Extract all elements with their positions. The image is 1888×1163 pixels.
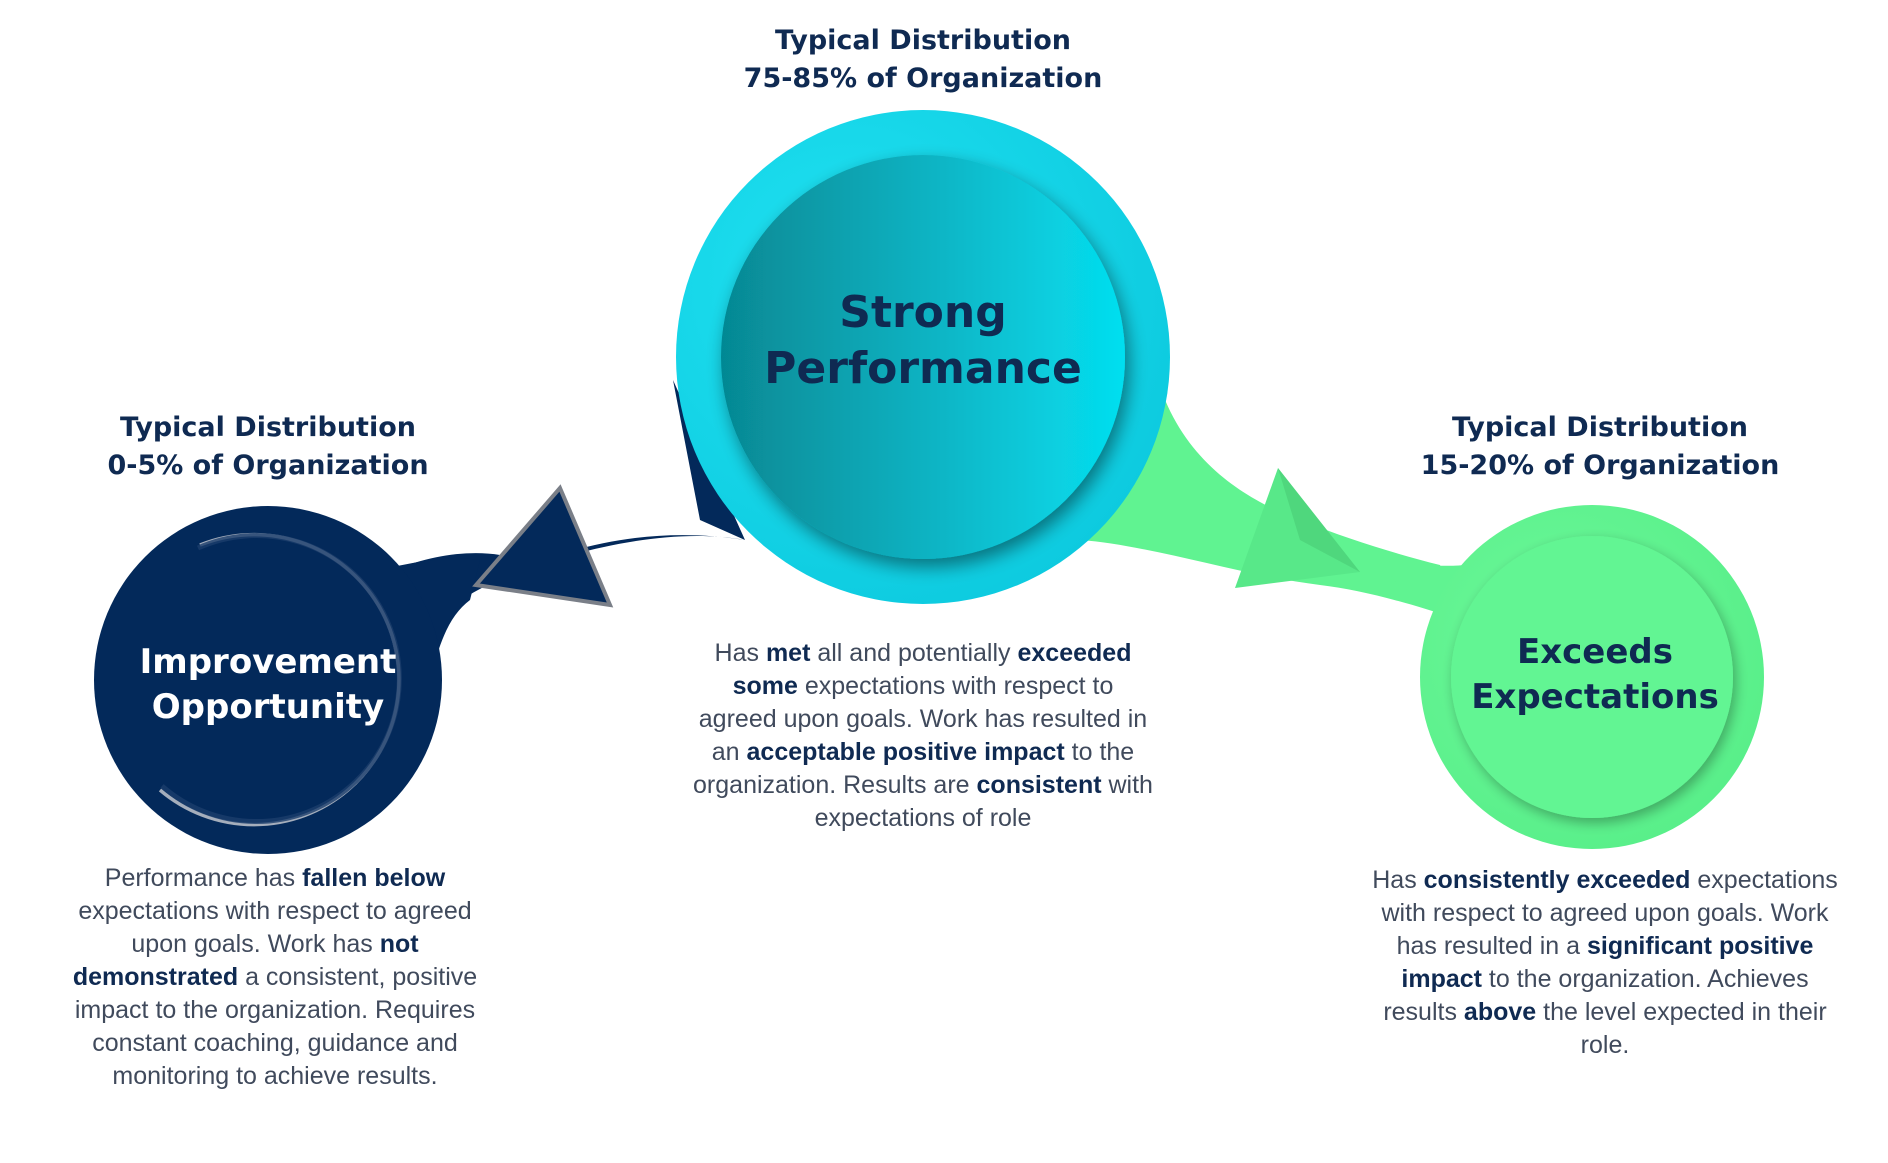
exceeds-title-line1: Exceeds [1516,632,1673,672]
improvement-desc-run: Performance has [104,864,303,892]
improvement-desc-run: not [379,930,419,958]
exceeds-distribution-label: Typical Distribution [1452,412,1748,443]
strong-desc-run: agreed upon goals. Work has resulted in [698,705,1148,733]
improvement-distribution-value: 0-5% of Organization [107,450,429,481]
exceeds-distribution: Typical Distribution 15-20% of Organizat… [1420,409,1780,485]
improvement-distribution: Typical Distribution 0-5% of Organizatio… [100,409,436,485]
green-arrow-body [1080,380,1460,620]
improvement-desc-run: monitoring to achieve results. [112,1062,438,1090]
strong-desc-run: met [765,639,811,667]
strong-title: Strong Performance [723,285,1123,397]
exceeds-desc-run: the level expected in their [1536,998,1827,1026]
exceeds-distribution-value: 15-20% of Organization [1420,450,1780,481]
improvement-desc-run: expectations with respect to agreed [78,897,472,925]
improvement-desc-run: constant coaching, guidance and [92,1029,458,1057]
exceeds-title: Exceeds Expectations [1440,630,1750,720]
exceeds-desc-run: expectations [1690,866,1838,894]
exceeds-inner-disk [1451,536,1733,818]
improvement-title: Improvement Opportunity [118,640,418,730]
strong-desc-run: Has [714,639,766,667]
strong-desc-run: consistent [976,771,1102,799]
exceeds-desc-run: Has [1372,866,1424,894]
strong-distribution-label: Typical Distribution [775,25,1071,56]
green-arrowhead-shade [1278,468,1360,572]
strong-title-line2: Performance [764,343,1082,394]
strong-inner-disk [721,155,1125,559]
improvement-title-line2: Opportunity [151,687,385,727]
strong-desc-run: to the [1064,738,1135,766]
exceeds-desc-run: above [1463,998,1537,1026]
navy-arrowhead [472,484,614,608]
exceeds-desc-run: consistently exceeded [1423,866,1691,894]
strong-desc-run: an [711,738,747,766]
strong-desc-run: organization. Results are [693,771,977,799]
strong-desc-run: all and potentially [810,639,1018,667]
strong-distribution: Typical Distribution 75-85% of Organizat… [723,22,1123,98]
exceeds-desc-run: has resulted in a [1396,932,1587,960]
exceeds-title-line2: Expectations [1471,677,1719,717]
strong-description: Has met all and potentially exceeded some… [668,637,1178,835]
strong-title-line1: Strong [839,287,1007,338]
improvement-desc-run: impact to the organization. Requires [74,996,476,1024]
improvement-desc-run: demonstrated [72,963,239,991]
improvement-disk [94,506,442,854]
improvement-description: Performance has fallen below expectations… [40,862,510,1093]
exceeds-desc-run: to the organization. Achieves [1481,965,1809,993]
improvement-desc-run: a consistent, positive [238,963,478,991]
improvement-desc-run: upon goals. Work has [131,930,380,958]
strong-desc-run: expectations of role [814,804,1032,832]
improvement-title-line1: Improvement [139,642,397,682]
strong-distribution-value: 75-85% of Organization [743,63,1103,94]
exceeds-desc-run: significant positive [1586,932,1814,960]
improvement-desc-run: fallen below [302,864,446,892]
exceeds-description: Has consistently exceeded expectations wi… [1345,864,1865,1062]
exceeds-desc-run: with respect to agreed upon goals. Work [1381,899,1829,927]
improvement-distribution-label: Typical Distribution [120,412,416,443]
exceeds-desc-run: role. [1580,1031,1630,1059]
exceeds-desc-run: results [1383,998,1464,1026]
strong-desc-run: with [1101,771,1153,799]
strong-desc-run: expectations with respect to [797,672,1114,700]
strong-desc-run: acceptable positive impact [746,738,1065,766]
exceeds-desc-run: impact [1401,965,1482,993]
strong-desc-run: some [732,672,798,700]
strong-desc-run: exceeded [1017,639,1132,667]
